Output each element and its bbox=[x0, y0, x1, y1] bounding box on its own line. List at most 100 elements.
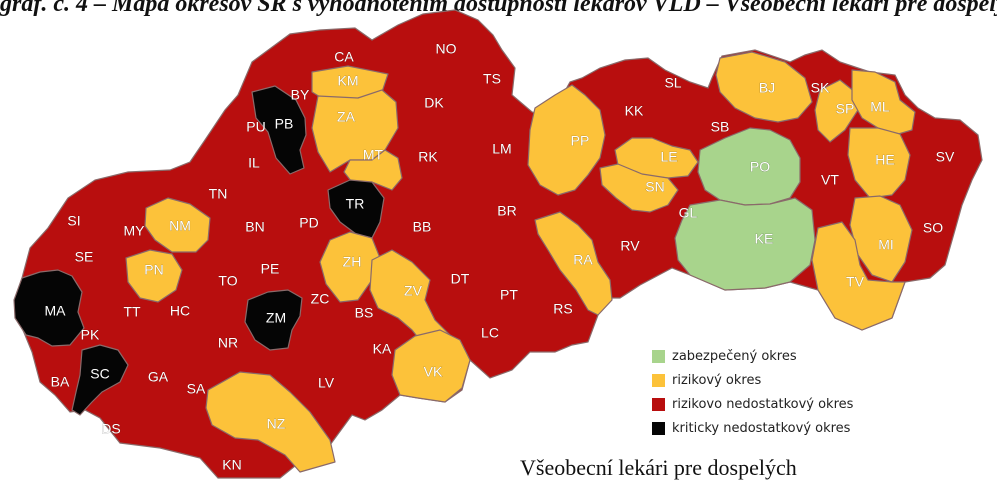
district-label-ga: GA bbox=[148, 369, 169, 385]
district-label-ba: BA bbox=[51, 374, 70, 390]
district-nm bbox=[144, 197, 211, 253]
legend-item-critical: kriticky nedostatkový okres bbox=[652, 416, 853, 440]
district-ma bbox=[13, 269, 85, 347]
district-label-my: MY bbox=[124, 223, 146, 239]
district-label-km: KM bbox=[338, 73, 359, 89]
district-label-ke: KE bbox=[755, 231, 774, 247]
district-label-by: BY bbox=[291, 87, 310, 103]
district-label-tv: TV bbox=[846, 274, 865, 290]
district-label-ca: CA bbox=[334, 49, 354, 65]
legend-swatch-risky bbox=[652, 373, 665, 387]
district-label-br: BR bbox=[497, 203, 516, 219]
district-label-sc: SC bbox=[90, 366, 109, 382]
district-label-vk: VK bbox=[424, 364, 443, 380]
legend-label-critical: kriticky nedostatkový okres bbox=[672, 420, 851, 436]
district-label-gl: GL bbox=[679, 205, 698, 221]
map-legend: zabezpečený okres rizikový okres rizikov… bbox=[652, 344, 853, 440]
district-label-nm: NM bbox=[169, 218, 191, 234]
district-label-pd: PD bbox=[299, 215, 318, 231]
district-vk bbox=[391, 329, 471, 403]
district-label-mi: MI bbox=[878, 237, 894, 253]
district-ra bbox=[534, 211, 613, 316]
district-label-lc: LC bbox=[481, 325, 499, 341]
legend-swatch-secured bbox=[652, 349, 665, 363]
district-label-pb: PB bbox=[275, 116, 294, 132]
district-label-sl: SL bbox=[664, 75, 681, 91]
legend-swatch-critical bbox=[652, 421, 665, 435]
district-zm bbox=[244, 289, 303, 351]
district-label-hc: HC bbox=[170, 303, 190, 319]
district-label-sa: SA bbox=[187, 381, 206, 397]
district-label-pk: PK bbox=[81, 327, 100, 343]
district-label-se: SE bbox=[75, 249, 94, 265]
legend-label-risky: rizikový okres bbox=[672, 372, 762, 388]
district-label-zh: ZH bbox=[343, 254, 362, 270]
district-label-ts: TS bbox=[483, 71, 501, 87]
district-po bbox=[697, 127, 801, 206]
district-label-ka: KA bbox=[373, 341, 392, 357]
legend-item-risky: rizikový okres bbox=[652, 368, 853, 392]
legend-item-secured: zabezpečený okres bbox=[652, 344, 853, 368]
district-label-sp: SP bbox=[836, 101, 855, 117]
district-label-si: SI bbox=[67, 213, 80, 229]
district-ml bbox=[851, 69, 916, 136]
map-caption: Všeobecní lekári pre dospelých bbox=[520, 455, 797, 480]
district-label-za: ZA bbox=[337, 109, 356, 125]
district-label-dt: DT bbox=[451, 271, 470, 287]
district-label-pp: PP bbox=[571, 133, 590, 149]
district-label-ml: ML bbox=[870, 99, 890, 115]
district-label-dk: DK bbox=[424, 95, 444, 111]
district-label-rs: RS bbox=[553, 301, 572, 317]
district-label-bs: BS bbox=[355, 305, 374, 321]
district-label-so: SO bbox=[923, 220, 943, 236]
district-label-kn: KN bbox=[222, 457, 241, 473]
district-label-sk: SK bbox=[811, 80, 830, 96]
legend-label-risky-insufficient: rizikovo nedostatkový okres bbox=[672, 396, 854, 412]
district-label-le: LE bbox=[660, 149, 677, 165]
district-label-pn: PN bbox=[144, 262, 163, 278]
district-label-tn: TN bbox=[209, 186, 228, 202]
district-label-po: PO bbox=[750, 159, 770, 175]
district-label-he: HE bbox=[875, 152, 894, 168]
district-label-il: IL bbox=[248, 155, 260, 171]
district-label-bj: BJ bbox=[759, 80, 775, 96]
district-label-rk: RK bbox=[418, 149, 438, 165]
district-sp bbox=[814, 79, 859, 143]
district-label-no: NO bbox=[436, 41, 457, 57]
district-label-kk: KK bbox=[625, 103, 644, 119]
legend-swatch-risky-insufficient bbox=[652, 397, 665, 411]
district-label-ma: MA bbox=[45, 303, 67, 319]
district-label-lm: LM bbox=[492, 141, 511, 157]
district-label-ds: DS bbox=[101, 421, 120, 437]
district-pn bbox=[125, 249, 183, 303]
district-nz bbox=[205, 371, 336, 473]
district-mt bbox=[343, 149, 403, 191]
district-he bbox=[847, 127, 911, 199]
district-label-vt: VT bbox=[821, 172, 839, 188]
district-label-pu: PU bbox=[246, 119, 265, 135]
district-label-bn: BN bbox=[245, 219, 264, 235]
district-label-to: TO bbox=[218, 273, 237, 289]
district-label-zc: ZC bbox=[311, 291, 330, 307]
district-label-mt: MT bbox=[363, 147, 384, 163]
district-label-zv: ZV bbox=[404, 283, 423, 299]
district-tv bbox=[811, 221, 906, 331]
district-label-pt: PT bbox=[500, 287, 518, 303]
district-label-pe: PE bbox=[261, 261, 280, 277]
district-label-bb: BB bbox=[413, 219, 432, 235]
legend-item-risky-insufficient: rizikovo nedostatkový okres bbox=[652, 392, 853, 416]
district-label-tt: TT bbox=[123, 304, 141, 320]
district-label-ra: RA bbox=[573, 252, 593, 268]
district-zh bbox=[319, 231, 381, 303]
district-tr bbox=[327, 179, 385, 239]
district-pp bbox=[527, 84, 606, 196]
district-label-tr: TR bbox=[346, 196, 365, 212]
district-label-nr: NR bbox=[218, 335, 238, 351]
district-label-nz: NZ bbox=[267, 416, 286, 432]
district-sn bbox=[599, 163, 679, 213]
district-label-rv: RV bbox=[620, 238, 640, 254]
legend-label-secured: zabezpečený okres bbox=[672, 348, 797, 364]
top-caption: graf. č. 4 – Mapa okresov SR s vyhodnote… bbox=[0, 0, 997, 17]
district-ke bbox=[674, 197, 816, 291]
